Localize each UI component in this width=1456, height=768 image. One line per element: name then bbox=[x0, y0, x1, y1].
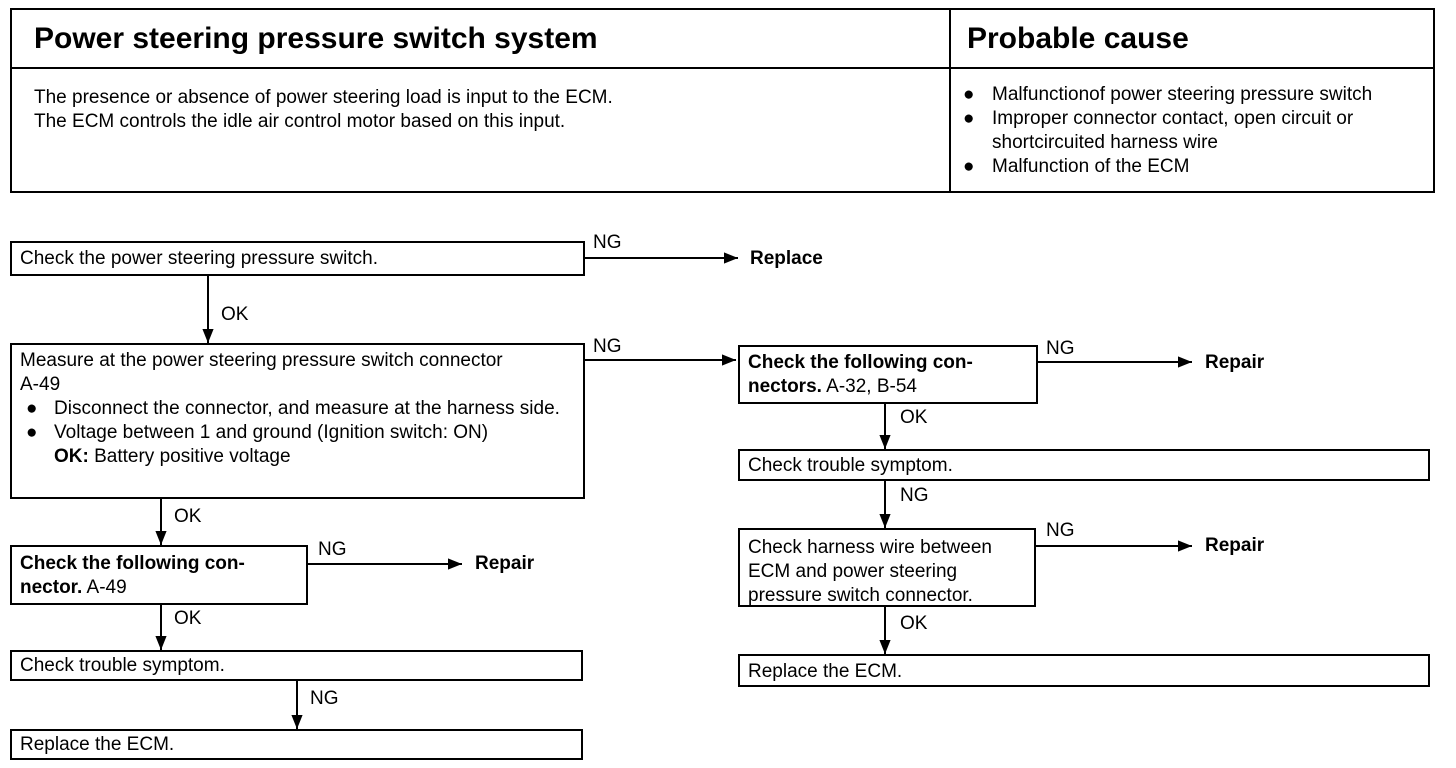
ng-label: NG bbox=[593, 336, 622, 357]
ng-label: NG bbox=[1046, 338, 1075, 359]
ok-label: OK: bbox=[54, 446, 89, 467]
ok-label: OK bbox=[900, 407, 928, 428]
measure-bullet-1-text: Disconnect the connector, and measure at… bbox=[54, 398, 560, 419]
cause-text: Malfunctionof power steering pressure sw… bbox=[992, 84, 1373, 105]
description-line-2: The ECM controls the idle air control mo… bbox=[34, 111, 566, 132]
ok-label: OK bbox=[221, 304, 249, 325]
ng-label: NG bbox=[900, 485, 929, 506]
measure-bullet-2: ● Voltage between 1 and ground (Ignition… bbox=[20, 421, 575, 445]
bullet-icon: ● bbox=[963, 108, 975, 129]
ok-value: Battery positive voltage bbox=[94, 446, 291, 467]
ng-label: NG bbox=[310, 688, 339, 709]
check-connector-code: A-49 bbox=[86, 577, 127, 598]
measure-bullet-1: ● Disconnect the connector, and measure … bbox=[20, 397, 575, 421]
step-check-connector-a49: Check the following con- nector. A-49 bbox=[10, 545, 308, 605]
bullet-icon: ● bbox=[963, 156, 975, 177]
right-replace-ecm-text: Replace the ECM. bbox=[748, 661, 903, 682]
step-check-connectors-a32-b54: Check the following con- nectors. A-32, … bbox=[738, 345, 1038, 404]
summary-column-divider bbox=[949, 10, 951, 191]
replace-action: Replace bbox=[750, 248, 823, 269]
summary-table: Power steering pressure switch system Pr… bbox=[10, 8, 1435, 193]
bullet-icon: ● bbox=[26, 398, 38, 419]
step-right-replace-ecm: Replace the ECM. bbox=[738, 654, 1430, 687]
description-line-1: The presence or absence of power steerin… bbox=[34, 87, 613, 108]
right-check-symptom-text: Check trouble symptom. bbox=[748, 455, 953, 476]
summary-header-row bbox=[12, 10, 1433, 69]
probable-cause-list: ● Malfunctionof power steering pressure … bbox=[954, 83, 1429, 179]
system-title: Power steering pressure switch system bbox=[34, 22, 598, 55]
measure-ok-line: OK: Battery positive voltage bbox=[20, 445, 575, 469]
check-symptom-text: Check trouble symptom. bbox=[20, 655, 225, 676]
cause-item: ● Improper connector contact, open circu… bbox=[954, 107, 1429, 155]
ok-label: OK bbox=[174, 608, 202, 629]
cause-text: Malfunction of the ECM bbox=[992, 156, 1190, 177]
repair-action: Repair bbox=[1205, 352, 1265, 373]
ok-label: OK bbox=[174, 506, 202, 527]
probable-cause-title: Probable cause bbox=[967, 22, 1189, 55]
repair-action: Repair bbox=[1205, 535, 1265, 556]
ok-label: OK bbox=[900, 613, 928, 634]
cause-text: Improper connector contact, open circuit… bbox=[992, 108, 1354, 153]
step-check-switch-text: Check the power steering pressure switch… bbox=[20, 248, 378, 269]
system-description: The presence or absence of power steerin… bbox=[34, 86, 613, 134]
measure-line-2: A-49 bbox=[20, 374, 61, 395]
check-connectors-code: A-32, B-54 bbox=[826, 376, 917, 397]
step-replace-ecm: Replace the ECM. bbox=[10, 729, 583, 760]
ng-label: NG bbox=[318, 539, 347, 560]
check-harness-text: Check harness wire between ECM and power… bbox=[748, 537, 992, 606]
step-check-switch: Check the power steering pressure switch… bbox=[10, 241, 585, 276]
cause-item: ● Malfunction of the ECM bbox=[954, 155, 1429, 179]
step-check-harness: Check harness wire between ECM and power… bbox=[738, 528, 1036, 607]
check-connector-bold: Check the following con- nector. bbox=[20, 553, 245, 598]
replace-ecm-text: Replace the ECM. bbox=[20, 734, 175, 755]
cause-item: ● Malfunctionof power steering pressure … bbox=[954, 83, 1429, 107]
ng-label: NG bbox=[593, 232, 622, 253]
step-measure-connector: Measure at the power steering pressure s… bbox=[10, 343, 585, 499]
check-connectors-bold: Check the following con- nectors. bbox=[748, 352, 973, 397]
repair-action: Repair bbox=[475, 553, 535, 574]
measure-line-1: Measure at the power steering pressure s… bbox=[20, 350, 503, 371]
bullet-icon: ● bbox=[963, 84, 975, 105]
step-check-symptom: Check trouble symptom. bbox=[10, 650, 583, 681]
ng-label: NG bbox=[1046, 520, 1075, 541]
bullet-icon: ● bbox=[26, 422, 38, 443]
measure-bullet-2-text: Voltage between 1 and ground (Ignition s… bbox=[54, 422, 489, 443]
step-right-check-symptom: Check trouble symptom. bbox=[738, 449, 1430, 481]
